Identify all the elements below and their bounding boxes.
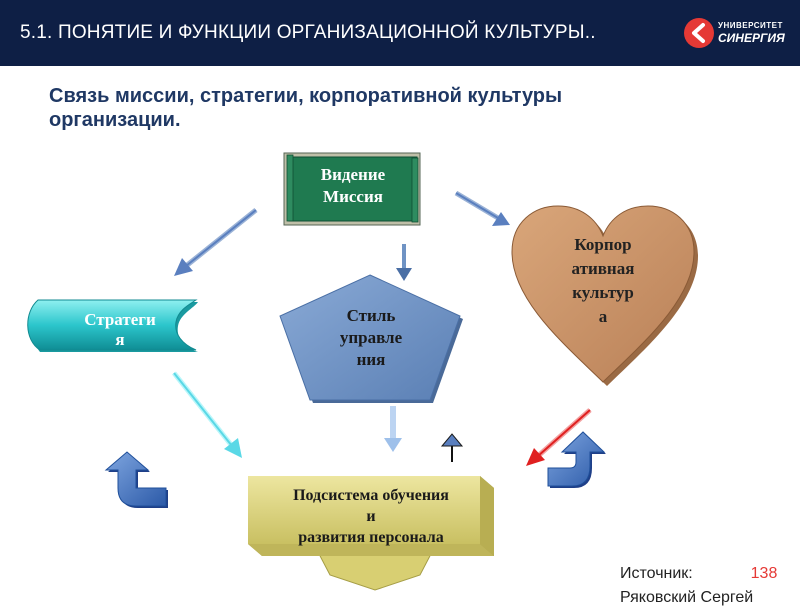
curved-arrow-left: [104, 451, 168, 508]
strategy-ribbon: [27, 299, 198, 352]
training-subsystem-box: [248, 476, 494, 591]
training-label-line-2: и: [366, 508, 376, 525]
vision-label: Видение: [320, 165, 386, 184]
training-label-line-3: развития персонала: [298, 529, 444, 546]
logo-mark-icon: [684, 18, 714, 48]
logo-text-synergy: СИНЕРГИЯ: [718, 31, 785, 45]
style-label-line-3: ния: [356, 350, 386, 369]
strategy-label-line-2: я: [115, 330, 125, 349]
culture-label-line-2: ативная: [571, 259, 635, 278]
management-style-pentagon: [279, 274, 463, 403]
culture-label-line-3: культур: [572, 283, 634, 302]
style-label-line-2: управле: [339, 328, 403, 347]
page-number: 138: [750, 565, 778, 582]
corporate-culture-label: Корпор ативная культур а: [540, 233, 666, 329]
vision-mission-box: [283, 152, 421, 226]
curved-arrow-right: [547, 431, 606, 488]
logo-text-university: УНИВЕРСИТЕТ: [718, 21, 783, 30]
header-bar: 5.1. ПОНЯТИЕ И ФУНКЦИИ ОРГАНИЗАЦИОННОЙ К…: [0, 0, 800, 66]
corporate-culture-heart: [511, 205, 698, 386]
source-author: Ряковский Сергей: [620, 589, 754, 606]
arrow-strategy-to-training: [172, 371, 242, 458]
arrow-vision-to-culture: [454, 190, 510, 226]
arrow-culture-to-training: [526, 408, 592, 466]
culture-label-line-4: а: [598, 307, 608, 326]
arrow-vision-to-style: [396, 244, 412, 281]
arrow-vision-to-strategy: [174, 208, 258, 276]
style-label-line-1: Стиль: [346, 306, 396, 325]
culture-label-line-1: Корпор: [574, 235, 632, 254]
arrow-style-to-training: [384, 406, 402, 452]
vision-mission-label: Видение Миссия: [289, 164, 417, 208]
training-label-line-1: Подсистема обучения: [293, 487, 449, 504]
training-subsystem-label: Подсистема обучения и развития персонала: [248, 485, 494, 548]
arrow-up-thin: [440, 433, 464, 462]
mission-label: Миссия: [323, 187, 383, 206]
synergy-logo: УНИВЕРСИТЕТ СИНЕРГИЯ: [682, 15, 792, 51]
slide-subtitle: Связь миссии, стратегии, корпоративной к…: [49, 84, 649, 132]
slide-title: 5.1. ПОНЯТИЕ И ФУНКЦИИ ОРГАНИЗАЦИОННОЙ К…: [20, 22, 596, 43]
subtitle-line-1: Связь миссии, стратегии, корпоративной к…: [49, 85, 563, 107]
strategy-label-line-1: Стратеги: [84, 310, 156, 329]
strategy-label: Стратеги я: [60, 310, 180, 350]
source-label: Источник:: [620, 565, 693, 582]
management-style-label: Стиль управле ния: [316, 305, 426, 371]
subtitle-line-2: организации.: [49, 109, 181, 131]
source-note: Источник: Ряковский Сергей: [620, 562, 753, 610]
